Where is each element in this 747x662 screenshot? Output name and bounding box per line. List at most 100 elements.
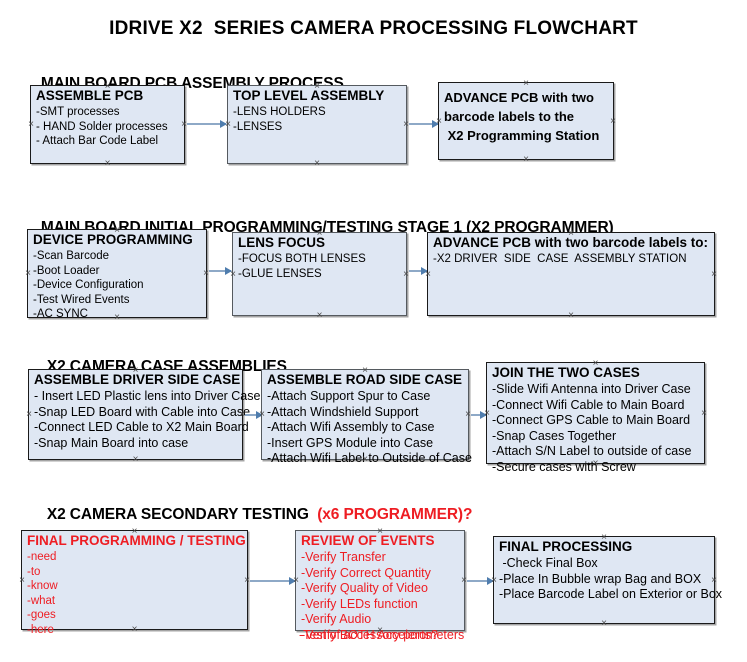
connector-handle-right[interactable] <box>700 409 709 418</box>
node-title: ASSEMBLE DRIVER SIDE CASE <box>34 372 241 387</box>
connector-handle-top[interactable] <box>361 366 370 375</box>
node-join-the-two-cases[interactable]: JOIN THE TWO CASES -Slide Wifi Antenna i… <box>483 359 705 474</box>
node-line: -X2 DRIVER SIDE CASE ASSEMBLY STATION <box>433 253 687 265</box>
connector-handle-left[interactable] <box>435 117 444 126</box>
arrow-lens-focus-to-advance-pcb-driver-side <box>409 270 427 272</box>
connector-handle-top[interactable] <box>600 533 609 542</box>
node-title: REVIEW OF EVENTS <box>301 533 435 548</box>
connector-handle-left[interactable] <box>24 269 33 278</box>
node-advance-pcb-programming-station[interactable]: ADVANCE PCB with two barcode labels to t… <box>438 82 614 160</box>
node-line: barcode labels to the <box>444 109 575 124</box>
node-final-processing[interactable]: FINAL PROCESSING -Check Final Box -Place… <box>490 533 723 624</box>
node-assemble-driver-side-case[interactable]: ASSEMBLE DRIVER SIDE CASE - Insert LED P… <box>25 366 260 460</box>
connector-handle-bottom[interactable] <box>315 311 324 320</box>
node-title: ASSEMBLE PCB <box>36 88 144 103</box>
node-line: -GLUE LENSES <box>238 267 322 280</box>
connector-handle-left[interactable] <box>27 120 36 129</box>
connector-handle-left[interactable] <box>424 270 433 279</box>
node-line: -Attach Wifi Assembly to Case <box>267 420 435 434</box>
section-heading-accent: (x6 PROGRAMMER)? <box>313 506 473 523</box>
connector-handle-top[interactable] <box>376 527 385 536</box>
connector-handle-left[interactable] <box>224 120 233 129</box>
connector-handle-top[interactable] <box>567 229 576 238</box>
node-lens-focus[interactable]: LENS FOCUS -FOCUS BOTH LENSES -GLUE LENS… <box>232 232 407 316</box>
node-line: -Attach Windshield Support <box>267 404 419 419</box>
node-line: -to <box>27 565 41 578</box>
arrow-device-programming-to-lens-focus <box>209 270 231 272</box>
connector-handle-left[interactable] <box>483 409 492 418</box>
node-line: -Boot Loader <box>33 264 100 277</box>
node-line: -Place In Bubble wrap Bag and BOX <box>499 571 702 586</box>
arrow-road-side-to-join-two-cases <box>471 414 486 416</box>
connector-handle-bottom[interactable] <box>600 619 609 628</box>
node-line: - Attach Bar Code Label <box>36 135 159 147</box>
connector-handle-bottom[interactable] <box>522 155 531 164</box>
node-line: X2 Programming Station <box>444 128 600 143</box>
connector-handle-left[interactable] <box>292 576 301 585</box>
node-line: -Connect Wifi Cable to Main Board <box>492 397 685 412</box>
connector-handle-bottom[interactable] <box>113 313 122 322</box>
node-line: -Device Configuration <box>33 279 144 291</box>
node-line: -Attach S/N Label to outside of case <box>492 444 692 458</box>
node-advance-pcb-driver-side-station[interactable]: ADVANCE PCB with two barcode labels to: … <box>427 232 715 316</box>
connector-handle-bottom[interactable] <box>591 459 600 468</box>
connector-handle-right[interactable] <box>609 117 618 126</box>
arrow-top-level-assembly-to-advance-pcb <box>409 123 438 125</box>
connector-handle-top[interactable] <box>522 79 531 88</box>
node-title: JOIN THE TWO CASES <box>492 365 640 380</box>
node-review-of-events[interactable]: REVIEW OF EVENTS -Verify Transfer -Verif… <box>292 527 465 642</box>
connector-handle-top[interactable] <box>103 82 112 91</box>
node-title: LENS FOCUS <box>238 235 326 250</box>
node-line: -Attach Support Spur to Case <box>267 389 431 403</box>
node-title: DEVICE PROGRAMMING <box>33 232 193 247</box>
connector-handle-bottom[interactable] <box>103 159 112 168</box>
node-line: -Verify LEDs function <box>301 596 418 611</box>
node-assemble-road-side-case[interactable]: ASSEMBLE ROAD SIDE CASE -Attach Support … <box>258 366 472 465</box>
connector-handle-left[interactable] <box>490 576 499 585</box>
arrow-review-of-events-to-final-processing <box>467 580 493 582</box>
arrow-driver-side-to-road-side <box>245 414 262 416</box>
connector-handle-top[interactable] <box>130 527 139 536</box>
connector-handle-top[interactable] <box>313 82 322 91</box>
node-line: -goes <box>27 609 56 621</box>
node-line: -here <box>27 623 54 636</box>
connector-handle-bottom[interactable] <box>131 455 140 464</box>
connector-handle-top[interactable] <box>591 359 600 368</box>
connector-handle-left[interactable] <box>258 410 267 419</box>
node-line: -Verify BOTH Accelerometers <box>301 627 465 642</box>
node-line: -Verify Audio <box>301 612 372 626</box>
node-line: -Snap LED Board with Cable into Case <box>34 404 251 419</box>
node-line: -Test Wired Events <box>33 293 130 306</box>
section-heading-text: X2 CAMERA SECONDARY TESTING <box>46 506 314 523</box>
connector-handle-bottom[interactable] <box>313 159 322 168</box>
node-top-level-assembly[interactable]: TOP LEVEL ASSEMBLY -LENS HOLDERS -LENSES <box>227 85 407 164</box>
connector-handle-top[interactable] <box>315 229 324 238</box>
connector-handle-bottom[interactable] <box>567 311 576 320</box>
node-final-programming-testing[interactable]: FINAL PROGRAMMING / TESTING -need -to -k… <box>18 527 248 636</box>
node-title: FINAL PROCESSING <box>499 539 633 554</box>
node-title: FINAL PROGRAMMING / TESTING <box>27 533 246 548</box>
node-line: -Verify Transfer <box>301 550 386 564</box>
connector-handle-bottom[interactable] <box>361 455 370 464</box>
connector-handle-top[interactable] <box>113 226 122 235</box>
node-line: -Scan Barcode <box>33 250 110 262</box>
connector-handle-top[interactable] <box>131 366 140 375</box>
node-overflow-line-review-of-events: -Test of accessory ports? <box>299 628 438 642</box>
node-line: ADVANCE PCB with two <box>444 90 594 105</box>
connector-handle-left[interactable] <box>25 410 34 419</box>
node-line: -LENSES <box>233 120 283 133</box>
node-assemble-pcb[interactable]: ASSEMBLE PCB -SMT processes - HAND Solde… <box>30 85 185 164</box>
node-line: -Verify Quality of Video <box>301 581 428 595</box>
connector-handle-right[interactable] <box>710 576 719 585</box>
arrow-final-programming-to-review-of-events <box>250 580 295 582</box>
connector-handle-bottom[interactable] <box>130 625 139 634</box>
connector-handle-left[interactable] <box>18 576 27 585</box>
connector-handle-left[interactable] <box>229 270 238 279</box>
connector-handle-right[interactable] <box>710 270 719 279</box>
node-line: -SMT processes <box>36 106 120 118</box>
node-line: -Insert GPS Module into Case <box>267 435 434 450</box>
node-line: -Check Final Box <box>499 556 598 570</box>
node-line: -Place Barcode Label on Exterior or Box <box>499 587 723 601</box>
node-title: ADVANCE PCB with two barcode labels to: <box>433 235 709 250</box>
node-device-programming[interactable]: DEVICE PROGRAMMING -Scan Barcode -Boot L… <box>24 226 207 320</box>
